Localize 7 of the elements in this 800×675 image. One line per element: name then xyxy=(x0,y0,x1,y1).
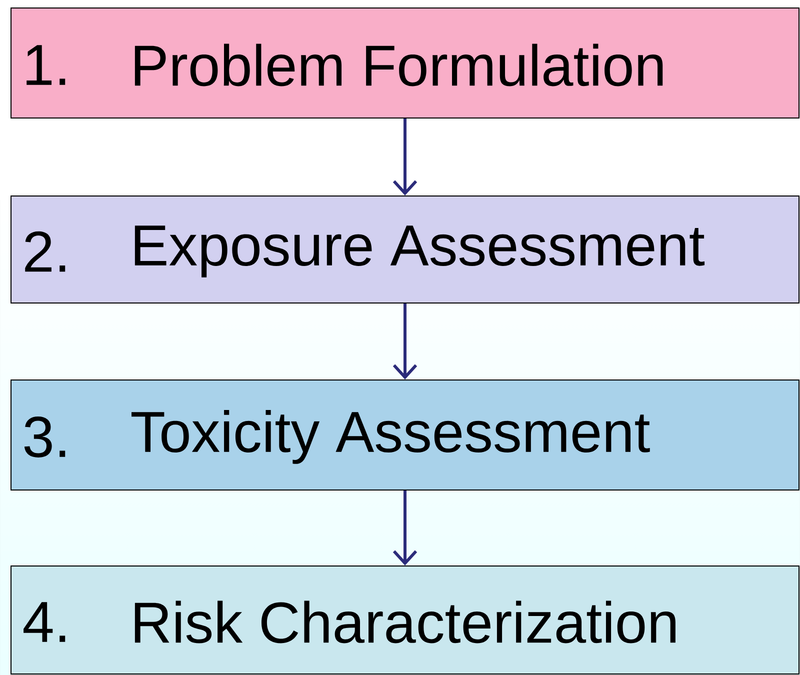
process-box: 3. Toxicity Assessment xyxy=(10,380,800,490)
process-box: 2. Exposure Assessment xyxy=(10,196,800,304)
process-box: 4. Risk Characterization xyxy=(10,566,800,674)
arrow xyxy=(392,304,418,380)
arrow xyxy=(392,118,418,196)
process-box: 1. Problem Formulation xyxy=(10,8,800,118)
arrow xyxy=(392,490,418,566)
